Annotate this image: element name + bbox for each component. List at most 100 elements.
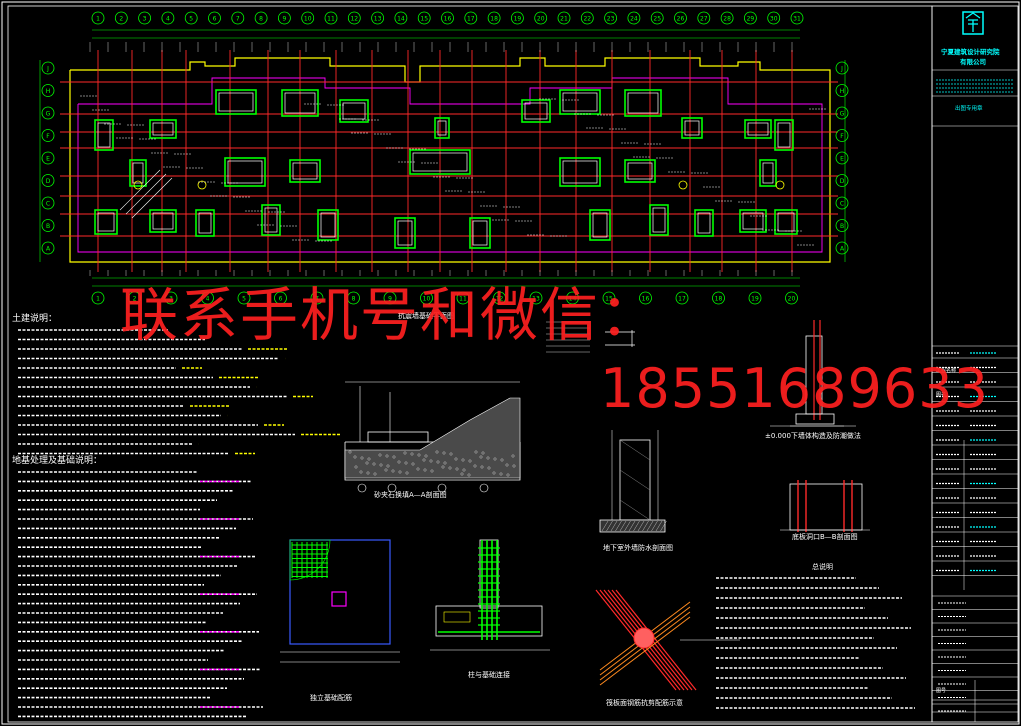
svg-text:D: D	[46, 178, 51, 185]
axis-bubble: 10	[420, 291, 433, 305]
detail-sand-gravel-section	[344, 381, 521, 493]
detail-8-caption: 筏板面钢筋抗剪配筋示意	[606, 698, 683, 707]
detail-isolated-footing	[280, 539, 400, 663]
svg-text:1: 1	[96, 16, 100, 23]
axis-bubble: 8	[254, 11, 268, 25]
svg-text:4: 4	[206, 296, 210, 303]
svg-text:H: H	[840, 88, 845, 95]
svg-text:9: 9	[388, 296, 392, 303]
svg-text:D: D	[840, 178, 845, 185]
shear-wall-footing	[694, 209, 714, 237]
svg-text:G: G	[46, 111, 51, 118]
shear-wall-footing	[339, 99, 369, 123]
axis-bubble: A	[41, 241, 55, 255]
axis-bubble: 16	[639, 291, 652, 305]
axis-bubble: 15	[602, 291, 616, 305]
axis-bubble: 21	[557, 11, 571, 25]
axis-bubble: 11	[456, 291, 470, 305]
axis-bubble: 28	[720, 11, 734, 25]
company-name: 宁夏建筑设计研究院	[941, 47, 1000, 56]
shear-wall-footing	[261, 204, 281, 236]
title-block: 宁夏建筑设计研究院 有限公司 出图专用章 工程名称 图名 图号	[931, 5, 1019, 723]
shear-wall-footing	[149, 209, 177, 233]
general-notes: 土建说明： 地基处理及基础说明：	[12, 312, 102, 466]
axis-bubble: 15	[417, 11, 431, 25]
axis-bubble: 2	[128, 291, 141, 305]
axis-bubble: C	[835, 196, 849, 210]
axis-bubble: 10	[301, 11, 315, 25]
svg-text:F: F	[840, 133, 844, 140]
svg-text:14: 14	[569, 296, 577, 303]
axis-bubble: 29	[744, 11, 757, 25]
detail-7-caption: 柱与基础连接	[468, 670, 510, 679]
shear-wall-footing	[759, 159, 777, 187]
svg-text:25: 25	[653, 16, 661, 23]
shear-wall-footing	[289, 159, 321, 183]
shear-wall-footing	[681, 117, 703, 139]
svg-text:27: 27	[700, 16, 708, 23]
svg-text:23: 23	[607, 16, 615, 23]
plan-wall-loop	[77, 77, 823, 253]
title-block-rows	[932, 69, 1018, 722]
axis-bubble: B	[41, 219, 55, 232]
foundation-plan	[39, 29, 846, 287]
axis-bubble: 14	[566, 291, 579, 305]
axis-bubble: 9	[277, 11, 291, 25]
svg-text:3: 3	[169, 296, 173, 303]
detail-slab-shear	[595, 589, 740, 691]
detail-column-footing	[430, 539, 550, 651]
shear-wall-footing	[744, 119, 772, 139]
svg-text:22: 22	[583, 16, 591, 23]
svg-text:15: 15	[420, 16, 428, 23]
detail-4-caption: ±0.000下墙体构造及防潮做法	[765, 431, 861, 440]
svg-text:F: F	[46, 133, 50, 140]
axis-bubble: 14	[394, 11, 408, 25]
svg-text:2: 2	[133, 296, 137, 303]
shear-wall-footing	[224, 157, 266, 187]
axis-bubble: 6	[274, 291, 287, 305]
svg-text:12: 12	[496, 296, 504, 303]
svg-text:26: 26	[677, 16, 685, 23]
axis-bubble: 16	[441, 11, 454, 25]
shear-wall-footing	[317, 209, 339, 241]
general-notes-lines	[716, 577, 915, 709]
svg-text:6: 6	[213, 16, 217, 23]
shear-wall-footing	[739, 209, 767, 233]
svg-text:H: H	[46, 88, 51, 95]
shear-wall-footing	[469, 217, 491, 249]
shear-wall-footing	[281, 89, 319, 117]
svg-text:B: B	[46, 223, 50, 230]
general-notes-caption: 总说明	[812, 562, 833, 571]
axis-bubble: 4	[201, 291, 214, 305]
svg-text:5: 5	[189, 16, 193, 23]
svg-text:7: 7	[315, 296, 319, 303]
svg-text:18: 18	[715, 296, 723, 303]
callout-circle	[678, 180, 688, 190]
svg-text:10: 10	[423, 296, 431, 303]
axis-bubble: 12	[493, 291, 506, 305]
shear-wall-footing	[215, 89, 257, 115]
detail-basement-wall	[599, 330, 667, 533]
shear-wall-footing	[195, 209, 215, 237]
stair-lines	[119, 169, 173, 219]
svg-text:5: 5	[242, 296, 246, 303]
cert-label: 出图专用章	[955, 104, 983, 112]
axis-bubble: 20	[534, 11, 548, 25]
callout-circle	[775, 180, 785, 190]
axis-bubble: G	[835, 106, 849, 120]
axis-bubble: 4	[161, 11, 175, 25]
axis-bubble: D	[41, 174, 55, 187]
svg-text:J: J	[840, 66, 843, 73]
shear-wall-footing	[521, 99, 551, 123]
axis-bubble: 25	[650, 11, 664, 25]
notes-title: 土建说明：	[12, 312, 57, 324]
detail-1-caption: 抗震墙基础平面图	[398, 311, 454, 320]
svg-text:20: 20	[788, 296, 796, 303]
axis-bubble: 23	[604, 11, 617, 25]
axis-bubble: 30	[767, 11, 781, 25]
axis-bubble: 9	[383, 291, 397, 305]
